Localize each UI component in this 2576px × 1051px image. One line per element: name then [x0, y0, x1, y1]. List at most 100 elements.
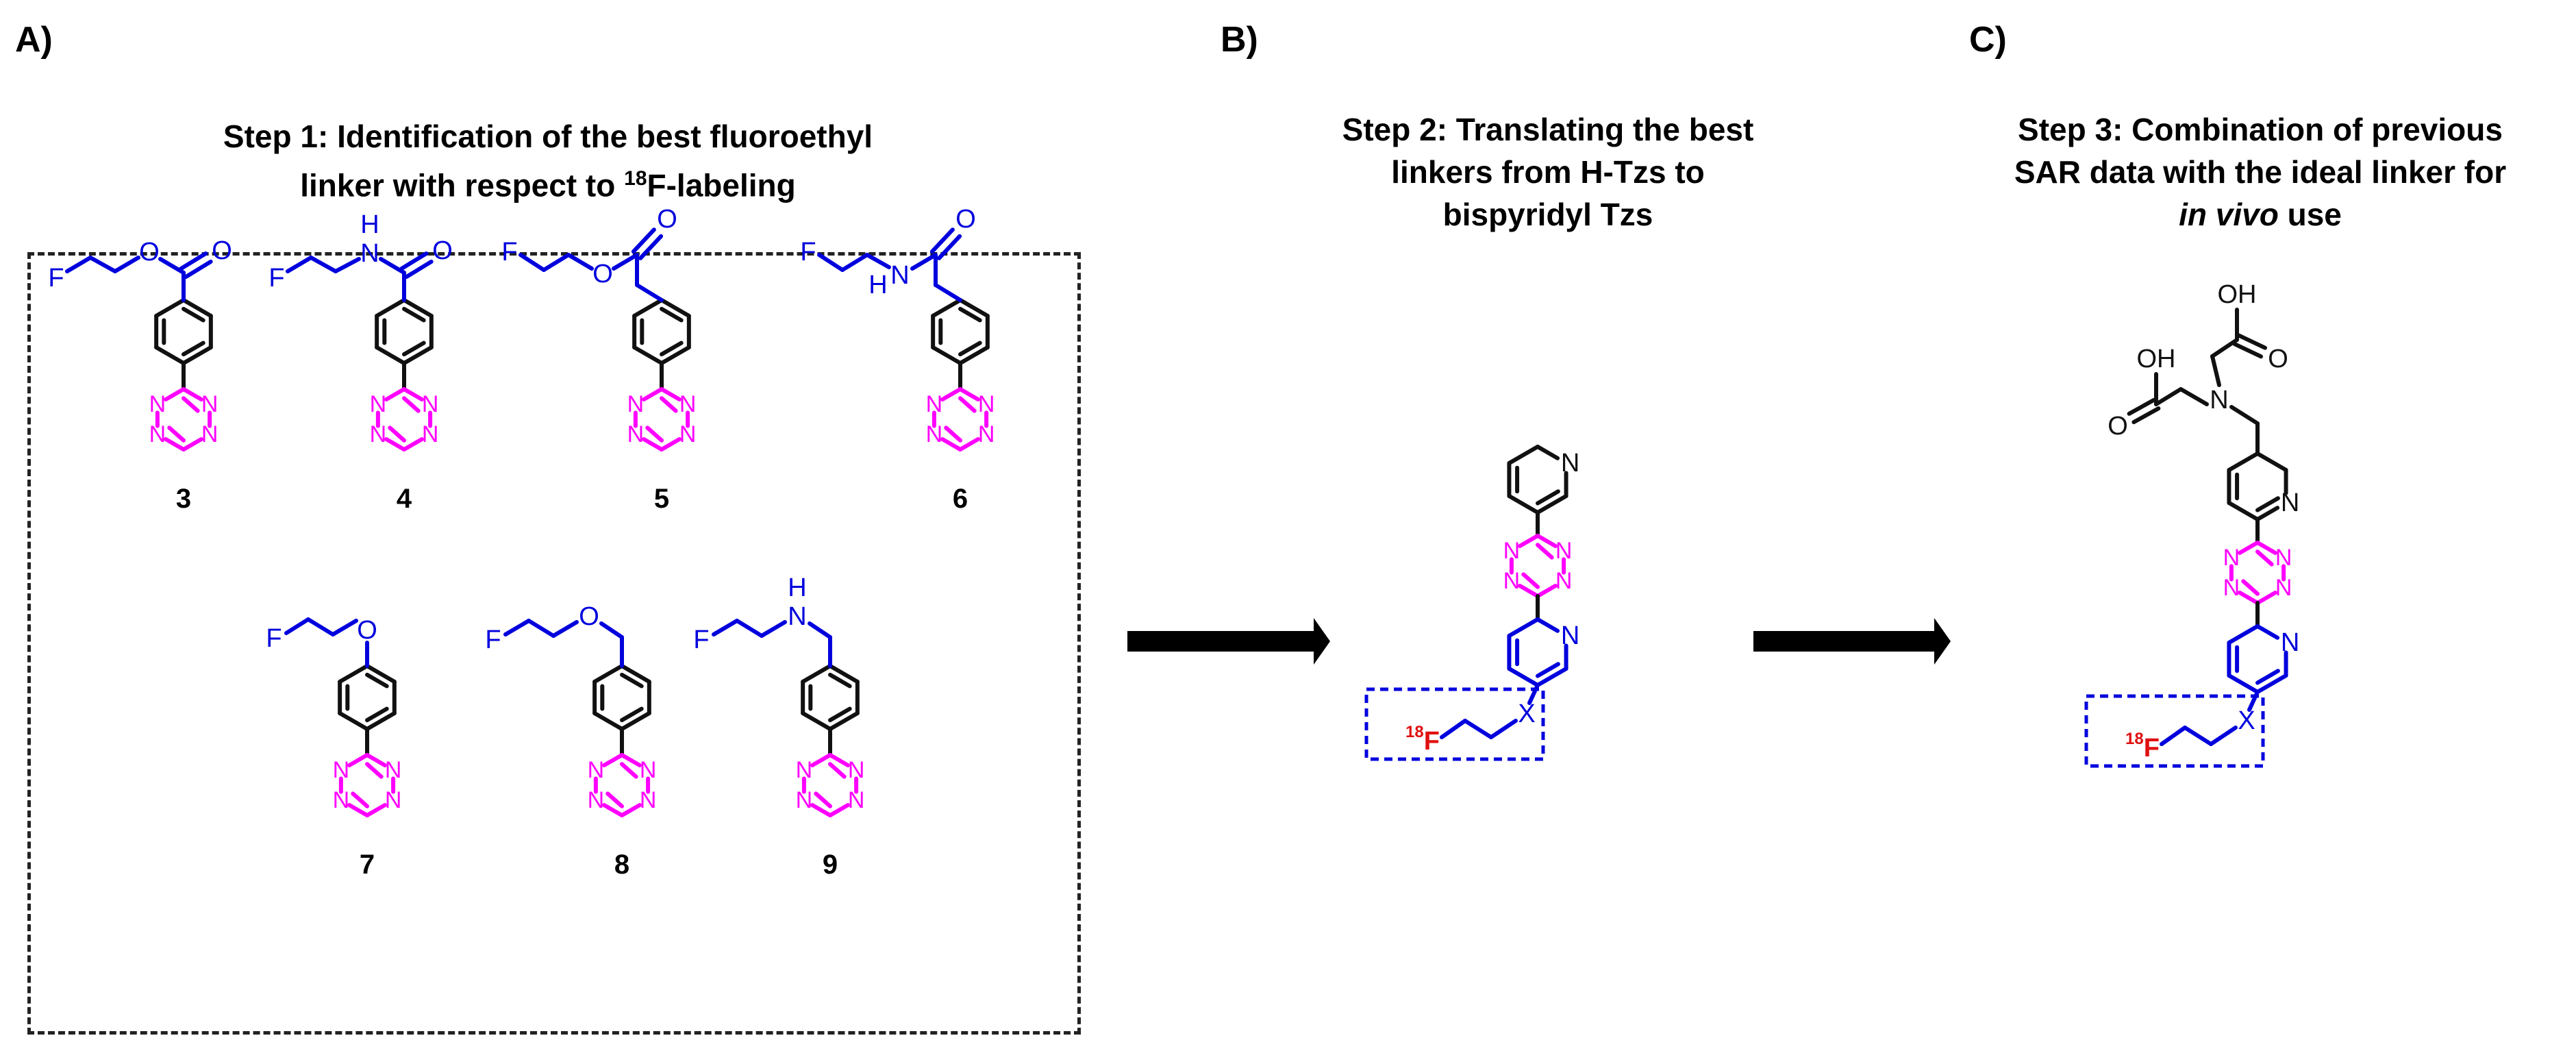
compound-number: 8	[614, 850, 629, 880]
tetrazine-bond	[2255, 541, 2277, 555]
tetrazine-bond	[940, 437, 962, 452]
isotope-number: 18	[2125, 730, 2144, 748]
tetrazine-nitrogen: N	[333, 787, 350, 813]
pyridine-bond	[2227, 501, 2260, 521]
bond	[503, 619, 531, 636]
tetrazine-nitrogen: N	[370, 421, 387, 447]
bond	[1440, 719, 1467, 739]
ring-inner-bond	[182, 306, 205, 323]
ring-inner-bond	[660, 306, 684, 323]
tetrazine-nitrogen: N	[796, 787, 813, 813]
tetrazine-inner-bond	[605, 791, 624, 808]
bond	[2154, 387, 2183, 406]
tetrazine-nitrogen: N	[370, 391, 387, 417]
tetrazine-inner-bond	[620, 762, 638, 779]
tetrazine-nitrogen: N	[796, 757, 813, 783]
pyridine-bond	[2255, 506, 2280, 521]
tetrazine-bond	[958, 437, 980, 452]
double-bond	[937, 234, 962, 260]
tetrazine-nitrogen: N	[201, 391, 218, 417]
fluorine: F	[48, 264, 64, 293]
tetrazine-bond	[1518, 584, 1540, 598]
tetrazine-inner-bond	[365, 762, 384, 779]
bond	[2229, 405, 2260, 425]
bond	[566, 253, 594, 271]
ring-bond	[154, 345, 186, 365]
ring-inner-bond	[660, 341, 684, 357]
bond	[910, 253, 938, 271]
ring-inner-bond	[620, 672, 644, 689]
step-3-title-line2: SAR data with the ideal linker for	[2014, 154, 2507, 190]
pyridine-bond	[1507, 667, 1540, 687]
ring-inner-bond	[828, 706, 852, 723]
ring-bond	[592, 711, 624, 731]
tetrazine-bond	[164, 437, 186, 452]
tetrazine-inner-bond	[645, 425, 664, 443]
tetrazine-nitrogen: N	[848, 787, 865, 813]
compound-number: 3	[176, 484, 191, 514]
fluorine: F	[800, 238, 816, 267]
ring-bond	[632, 345, 664, 365]
pyridine-nitrogen: N	[2281, 628, 2299, 657]
tetrazine-bond	[365, 753, 387, 767]
tetrazine-bond	[384, 437, 406, 452]
panel-a-label: A)	[15, 20, 53, 60]
pyridine-bond	[2227, 673, 2260, 694]
hydroxyl: OH	[2137, 345, 2176, 373]
double-bond	[404, 259, 434, 279]
pyridine-bond	[2255, 673, 2288, 694]
tetrazine-bond	[347, 753, 369, 767]
tetrazine-bond	[828, 753, 850, 767]
ring-bond	[931, 298, 962, 318]
tetrazine-bond	[402, 387, 424, 401]
bond	[599, 621, 624, 639]
hydroxyl: OH	[2218, 280, 2257, 309]
tetrazine-nitrogen: N	[1555, 538, 1573, 564]
bond	[612, 253, 639, 271]
ring-inner-bond	[365, 706, 389, 723]
nitrogen: N	[2210, 386, 2228, 415]
tetrazine-nitrogen: N	[848, 757, 865, 783]
tetrazine-bond	[164, 387, 186, 401]
arrow-a-to-b	[1127, 618, 1330, 665]
pyridine-inner-bond	[2255, 669, 2280, 685]
pyridine-inner-bond	[2255, 496, 2280, 512]
ring-bond	[402, 298, 434, 318]
bond	[306, 617, 335, 636]
tetrazine-bond	[660, 437, 681, 452]
tetrazine-nitrogen: N	[2223, 545, 2240, 571]
tetrazine-bond	[810, 803, 832, 817]
double-bond	[2236, 333, 2267, 350]
bond	[1463, 719, 1493, 739]
pyridine-bond	[1536, 445, 1560, 460]
bond	[527, 619, 555, 638]
bond	[65, 256, 92, 273]
tetrazine-nitrogen: N	[640, 757, 657, 783]
pyridine-bond	[1507, 617, 1540, 638]
ring-inner-bond	[365, 672, 389, 689]
ring-bond	[958, 345, 990, 365]
bond	[334, 257, 361, 273]
double-bond	[2127, 397, 2156, 416]
step-1-title-line1: Step 1: Identification of the best fluor…	[223, 119, 873, 154]
step-1-title-line2: linker with respect to 18F-labeling	[300, 167, 796, 203]
bond	[817, 253, 845, 272]
isotope-number: 18	[1405, 723, 1424, 741]
bond	[760, 620, 787, 638]
tetrazine-nitrogen: N	[2223, 575, 2240, 601]
double-bond	[399, 251, 429, 271]
ring-bond	[620, 664, 651, 684]
double-bond	[2233, 342, 2264, 359]
tetrazine-nitrogen: N	[588, 787, 605, 813]
pyridine-bond	[1536, 667, 1568, 687]
tetrazine-nitrogen: N	[627, 391, 645, 417]
step-3-title: Step 3: Combination of previous SAR data…	[1952, 108, 2568, 236]
linker-highlight-box	[2084, 694, 2265, 768]
oxygen: O	[2268, 345, 2288, 373]
bond	[551, 620, 579, 638]
tetrazine-bond	[1536, 534, 1558, 548]
ring-bond	[660, 345, 691, 365]
